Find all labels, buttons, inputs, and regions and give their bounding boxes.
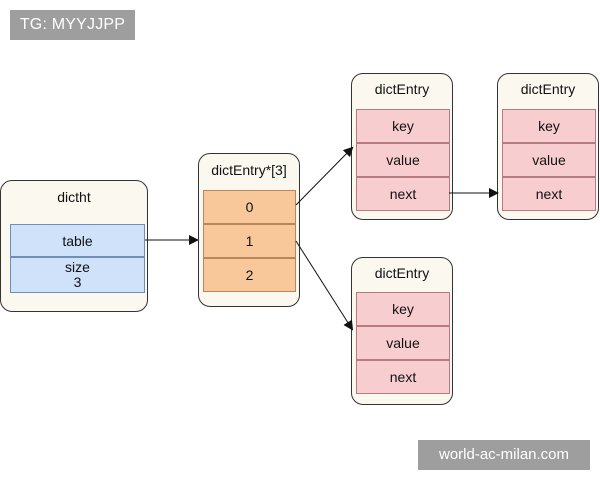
dictentry-bottom-value: value — [356, 326, 450, 360]
dictentry-top-right-key: key — [502, 109, 596, 143]
dictentry-bottom-key: key — [356, 292, 450, 326]
dictentry-top-left-key: key — [356, 109, 450, 143]
bucket-cell-2-label: 2 — [245, 267, 254, 283]
dictentry-top-left-key-label: key — [392, 118, 414, 134]
dictht-table-label: table — [62, 232, 93, 249]
dictentry-top-left-value: value — [356, 143, 450, 177]
dictentry-bottom-next-label: next — [389, 369, 417, 385]
dictentry-top-left-next: next — [356, 177, 450, 211]
bucket-cell-0: 0 — [203, 190, 296, 224]
dictentry-top-right-container: dictEntry key value next — [497, 73, 599, 220]
dictentry-bottom-next: next — [356, 360, 450, 394]
dictht-container: dictht table size 3 — [0, 180, 148, 312]
arrow-bucket-0-to-top-entry — [295, 146, 354, 206]
dictentry-top-right-value-label: value — [532, 152, 566, 168]
dictentry-top-left-title: dictEntry — [374, 81, 430, 97]
bucket-cell-2: 2 — [203, 258, 296, 292]
top-watermark: TG: MYYJJPP — [10, 10, 135, 40]
dictentry-top-right-value: value — [502, 143, 596, 177]
bottom-watermark: world-ac-milan.com — [418, 440, 590, 470]
dictentry-top-left-value-label: value — [386, 152, 420, 168]
dictht-size-field: size 3 — [10, 257, 145, 293]
dictentry-top-right-key-label: key — [538, 118, 560, 134]
bucket-array-container: dictEntry*[3] 0 1 2 — [198, 153, 300, 307]
dictentry-bottom-container: dictEntry key value next — [351, 257, 453, 405]
dictentry-top-right-next-label: next — [535, 186, 563, 202]
dictht-table-field: table — [10, 224, 145, 257]
bucket-cell-1-label: 1 — [245, 233, 254, 249]
dictentry-bottom-value-label: value — [386, 335, 420, 351]
arrow-bucket-1-to-bottom-entry — [295, 240, 354, 331]
bucket-array-title: dictEntry*[3] — [211, 162, 287, 178]
dictht-size-label: size — [65, 259, 90, 275]
dictentry-top-left-next-label: next — [389, 186, 417, 202]
dictht-title: dictht — [57, 189, 91, 205]
dictentry-bottom-key-label: key — [392, 301, 414, 317]
bucket-cell-1: 1 — [203, 224, 296, 258]
dictentry-top-left-container: dictEntry key value next — [351, 73, 453, 220]
bucket-cell-0-label: 0 — [245, 199, 254, 215]
dictentry-top-right-title: dictEntry — [520, 81, 576, 97]
dictentry-bottom-title: dictEntry — [374, 265, 430, 281]
dictentry-top-right-next: next — [502, 177, 596, 211]
dictht-size-value: 3 — [73, 274, 82, 290]
